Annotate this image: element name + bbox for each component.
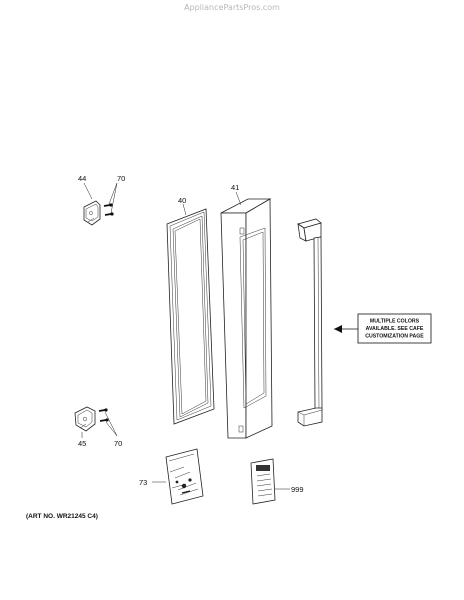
hardware-kit-part-73[interactable] <box>165 448 204 505</box>
top-hinge-part-44[interactable] <box>83 200 101 226</box>
leader-40 <box>182 203 187 216</box>
door-assembly-part-41[interactable] <box>220 198 273 439</box>
callout-73: 73 <box>139 478 147 487</box>
art-number: (ART NO. WR21245 C4) <box>26 513 98 520</box>
callout-40: 40 <box>178 196 186 205</box>
callout-44: 44 <box>78 174 86 183</box>
callout-70-top: 70 <box>117 174 125 183</box>
callout-999: 999 <box>291 485 304 494</box>
leader-44 <box>83 182 93 200</box>
bottom-screws-part-70[interactable] <box>98 408 109 422</box>
note-line-2: AVAILABLE. SEE CAFE <box>366 326 424 332</box>
bottom-hinge-part-45[interactable] <box>74 406 96 432</box>
leader-70-top <box>108 182 118 214</box>
note-line-1: MULTIPLE COLORS <box>370 319 420 325</box>
callout-70-bottom: 70 <box>114 439 122 448</box>
note-line-3: CUSTOMIZATION PAGE <box>365 334 424 340</box>
multiple-colors-note: MULTIPLE COLORS AVAILABLE. SEE CAFE CUST… <box>334 313 432 344</box>
site-watermark: AppliancePartsPros.com <box>184 3 280 12</box>
callout-41: 41 <box>231 183 239 192</box>
door-gasket-part-40[interactable] <box>166 208 215 425</box>
literature-part-999[interactable] <box>250 458 276 505</box>
leader-70-bottom <box>104 411 118 437</box>
door-handle[interactable] <box>297 218 323 427</box>
leader-41 <box>235 191 242 206</box>
callout-45: 45 <box>78 439 86 448</box>
top-screws-part-70[interactable] <box>103 203 114 216</box>
